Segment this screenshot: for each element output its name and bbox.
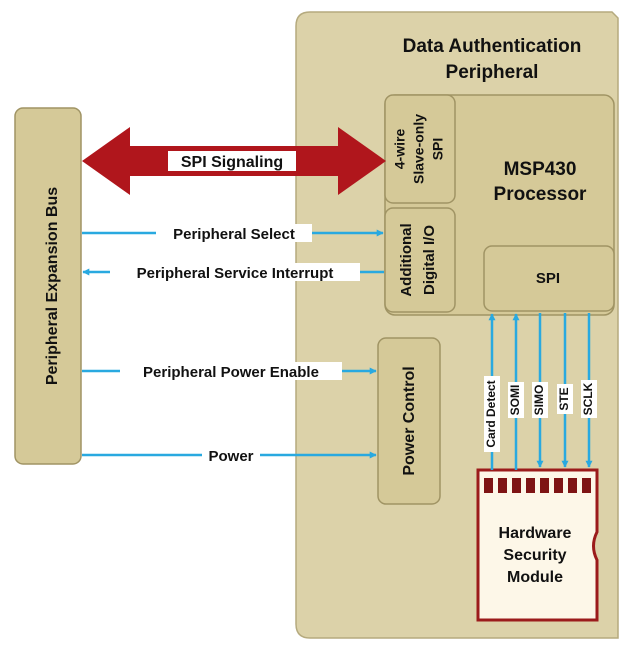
processor-line1: MSP430: [504, 159, 577, 180]
simo-label-bg: [532, 382, 548, 418]
hsm-line2: Security: [503, 547, 566, 564]
spi-slave-block: [384, 94, 456, 204]
somi-label: SOMI: [508, 385, 522, 416]
digital-io-line2: Digital I/O: [421, 225, 438, 295]
peripheral-expansion-bus: [14, 107, 82, 465]
hsm-card: [476, 468, 599, 622]
spi-signaling-label: SPI Signaling: [181, 154, 283, 171]
digital-io-block: [384, 207, 456, 313]
sclk-label: SCLK: [581, 382, 595, 415]
processor-spi-block: [483, 245, 615, 312]
ste-label: STE: [557, 387, 571, 410]
power-enable-label-bg: [120, 362, 342, 380]
bus-label: Peripheral Expansion Bus: [44, 187, 61, 385]
peripheral-select-label-bg: [156, 224, 312, 242]
hsm-line1: Hardware: [499, 525, 572, 542]
card-detect-label: Card Detect: [484, 380, 498, 447]
digital-io-line1: Additional: [398, 223, 415, 296]
spi-signaling-label-bg: [168, 151, 296, 171]
somi-label-bg: [508, 382, 524, 418]
power-control-label: Power Control: [401, 366, 418, 475]
card-detect-label-bg: [484, 376, 500, 452]
power-control-block: [377, 337, 441, 505]
spi-slave-line1: 4-wire: [392, 129, 408, 170]
hsm-line3: Module: [507, 569, 563, 586]
power-label: Power: [208, 448, 253, 465]
peripheral-select-label: Peripheral Select: [173, 226, 295, 243]
simo-label: SIMO: [532, 385, 546, 416]
spi-slave-line3: SPI: [430, 138, 446, 161]
peripheral-title-line2: Peripheral: [446, 62, 539, 83]
processor-line2: Processor: [494, 184, 588, 205]
spi-slave-line2: Slave-only: [411, 114, 427, 184]
processor-spi-label: SPI: [536, 270, 560, 287]
service-interrupt-label-bg: [110, 263, 360, 281]
ste-label-bg: [557, 384, 573, 414]
power-enable-label: Peripheral Power Enable: [143, 364, 319, 381]
service-interrupt-label: Peripheral Service Interrupt: [137, 265, 334, 282]
hsm-contacts: [484, 478, 591, 493]
peripheral-title-line1: Data Authentication: [403, 36, 582, 57]
sclk-label-bg: [581, 380, 597, 418]
power-label-bg: [202, 446, 260, 464]
